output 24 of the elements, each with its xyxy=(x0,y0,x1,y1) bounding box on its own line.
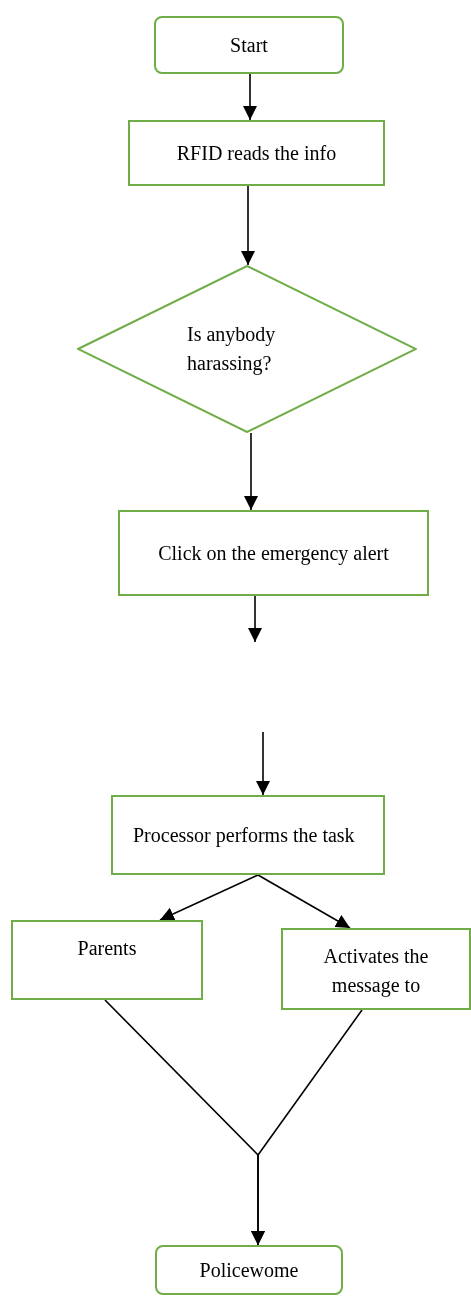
node-text: Is anybody harassing? xyxy=(187,322,277,377)
process-box xyxy=(128,120,385,186)
node-text: Policewome xyxy=(199,1257,299,1283)
node-text: Processor performs the task xyxy=(133,822,355,849)
process-box xyxy=(118,510,429,596)
node-text: Click on the emergency alert xyxy=(157,540,390,567)
node-text: Start xyxy=(230,32,268,58)
terminal-box xyxy=(154,16,344,74)
process-box xyxy=(281,928,471,1010)
arrow xyxy=(248,595,262,643)
arrow xyxy=(257,874,351,929)
process-box xyxy=(111,795,385,875)
node-text: RFID reads the info xyxy=(175,140,338,166)
decision-diamond xyxy=(77,265,417,433)
arrow xyxy=(159,874,259,921)
terminal-box xyxy=(155,1245,343,1295)
arrow xyxy=(256,731,270,796)
arrow xyxy=(251,1009,363,1246)
arrow xyxy=(244,432,258,511)
arrow xyxy=(243,73,257,121)
node-text: Parents xyxy=(76,936,138,961)
arrow xyxy=(241,185,255,266)
node-text: Activates the message to xyxy=(322,944,430,999)
process-box xyxy=(11,920,203,1000)
